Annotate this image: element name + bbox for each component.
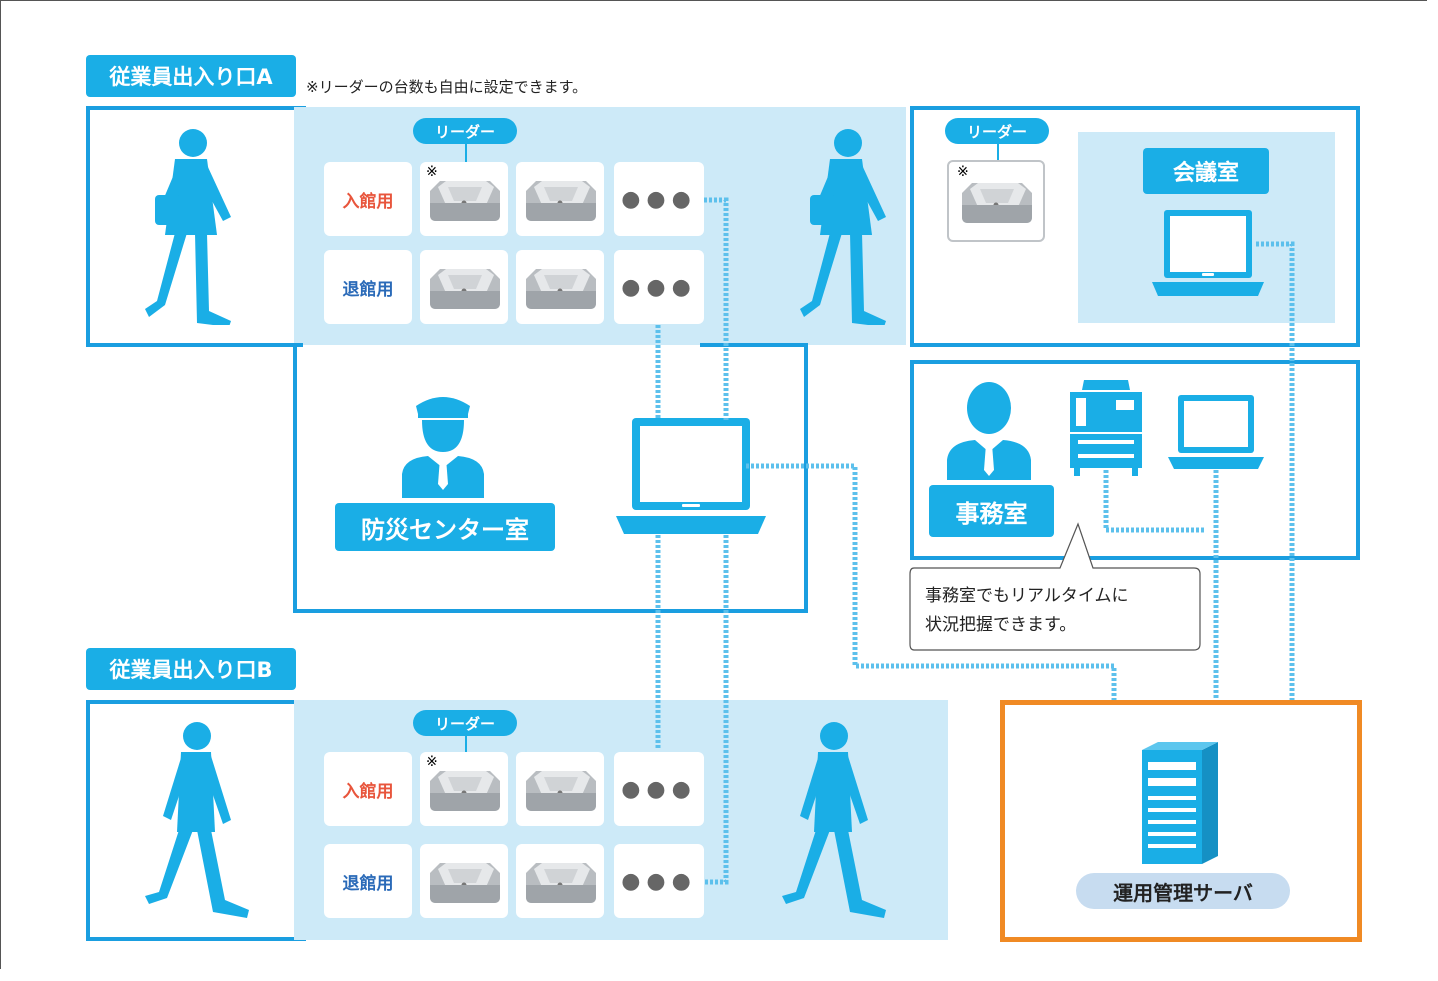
ellipsis: ●●●: [621, 186, 697, 212]
laptop-icon: [616, 418, 766, 534]
server-icon: [1142, 742, 1218, 864]
walking-man-icon: [782, 722, 886, 918]
walking-man-icon: [145, 722, 249, 918]
connection-line: [1103, 470, 1204, 533]
reader-pointer-a: [465, 144, 467, 166]
meeting-room-label: 会議室: [1143, 148, 1269, 194]
reader-pill-a: リーダー: [413, 118, 517, 144]
card-reader-icon: [430, 181, 500, 221]
more-cell: ●●●: [614, 250, 704, 324]
meeting-reader-cell: ※: [947, 160, 1045, 242]
entry-label: 入館用: [342, 781, 394, 802]
reader-cell: [516, 162, 604, 236]
card-reader-icon: [962, 183, 1032, 223]
asterisk-mark: ※: [426, 164, 438, 180]
reader-cell: [516, 844, 604, 918]
reader-cell: [420, 250, 508, 324]
connection-line: [1256, 241, 1295, 700]
entry-cell-b: 入館用: [324, 752, 412, 826]
laptop-icon: [1168, 395, 1264, 469]
ellipsis: ●●●: [621, 776, 697, 802]
ellipsis: ●●●: [621, 868, 697, 894]
entrance-b-title: 従業員出入り口B: [86, 648, 296, 690]
laptop-icon: [1152, 210, 1264, 296]
card-reader-icon: [526, 771, 596, 811]
printer-icon: [1070, 380, 1142, 476]
exit-cell-b: 退館用: [324, 844, 412, 918]
card-reader-icon: [526, 863, 596, 903]
reader-cell: [516, 250, 604, 324]
exit-label: 退館用: [342, 873, 394, 894]
callout-text: 事務室でもリアルタイムに 状況把握できます。: [925, 582, 1129, 640]
reader-pointer-meeting: [997, 144, 999, 162]
more-cell: ●●●: [614, 844, 704, 918]
more-cell: ●●●: [614, 752, 704, 826]
exit-label: 退館用: [342, 279, 394, 300]
reader-pill-b: リーダー: [413, 710, 517, 736]
office-label: 事務室: [929, 485, 1054, 537]
reader-cell: ※: [420, 162, 508, 236]
reader-cell: [420, 844, 508, 918]
reader-cell: ※: [420, 752, 508, 826]
connection-line: [704, 197, 729, 420]
callout-line2: 状況把握できます。: [925, 615, 1077, 635]
asterisk-mark: ※: [957, 164, 969, 180]
security-guard-icon: [402, 397, 484, 498]
ellipsis: ●●●: [621, 274, 697, 300]
card-reader-icon: [526, 181, 596, 221]
entry-label: 入館用: [342, 191, 394, 212]
reader-cell: [516, 752, 604, 826]
callout-bubble: [909, 522, 1201, 651]
reader-pill-meeting: リーダー: [945, 118, 1049, 144]
entrance-a-title: 従業員出入り口A: [86, 55, 296, 97]
reader-pointer-b: [465, 736, 467, 758]
security-room-label: 防災センター室: [335, 503, 555, 551]
connection-line: [704, 535, 729, 885]
card-reader-icon: [430, 863, 500, 903]
connection-line: [746, 463, 1117, 700]
card-reader-icon: [430, 771, 500, 811]
entry-cell-a: 入館用: [324, 162, 412, 236]
card-reader-icon: [430, 269, 500, 309]
walking-woman-icon: [800, 129, 886, 325]
card-reader-icon: [526, 269, 596, 309]
more-cell: ●●●: [614, 162, 704, 236]
walking-woman-icon: [145, 129, 231, 325]
server-label: 運用管理サーバ: [1076, 873, 1290, 909]
entrance-a-note: ※リーダーの台数も自由に設定できます。: [306, 78, 588, 96]
office-worker-icon: [947, 382, 1031, 480]
asterisk-mark: ※: [426, 754, 438, 770]
callout-line1: 事務室でもリアルタイムに: [925, 586, 1129, 606]
exit-cell-a: 退館用: [324, 250, 412, 324]
